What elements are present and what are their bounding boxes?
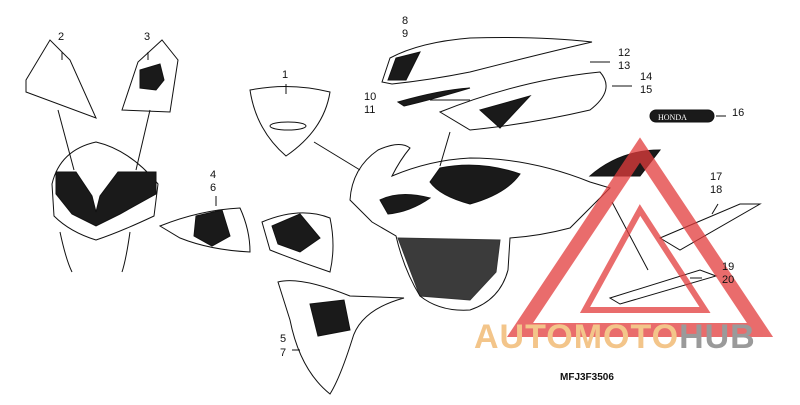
callout-20: 20 [722, 274, 735, 286]
callout-13: 13 [618, 60, 631, 72]
decal-part-17 [658, 203, 762, 251]
callout-18: 18 [710, 184, 723, 196]
callout-17: 17 [710, 171, 723, 183]
watermark-part1: AUTOMOTO [474, 318, 680, 356]
callout-12: 12 [618, 47, 631, 59]
decal-part-14 [438, 71, 607, 131]
callout-14: 14 [640, 71, 653, 83]
callout-19: 19 [722, 261, 735, 273]
callout-15: 15 [640, 84, 653, 96]
emblem-part-16 [649, 109, 715, 123]
callout-2: 2 [58, 31, 65, 43]
callout-8: 8 [402, 15, 409, 27]
diagram-code: MFJ3F3506 [560, 372, 614, 383]
decal-part-1 [249, 85, 331, 157]
callout-7: 7 [280, 347, 287, 359]
watermark-triangle [506, 137, 774, 337]
decal-part-5 [277, 280, 405, 395]
decal-part-2 [25, 39, 97, 119]
callout-3: 3 [144, 31, 151, 43]
emblem-text: HONDA [658, 113, 687, 122]
watermark-part2: HUB [679, 318, 756, 356]
watermark-text: AUTOMOTOHUB [474, 318, 756, 357]
callout-1: 1 [282, 69, 289, 81]
front-cowl [51, 141, 159, 241]
decal-part-10 [396, 87, 471, 107]
main-fairing [349, 144, 611, 311]
decal-part-4 [158, 207, 251, 253]
callout-16: 16 [732, 107, 745, 119]
fairing-dark-panel [429, 164, 521, 205]
front-cowl-dark-band [55, 171, 157, 227]
callout-9: 9 [402, 28, 409, 40]
callout-6: 6 [210, 182, 217, 194]
callout-10: 10 [364, 91, 377, 103]
decal-part-8 [381, 37, 593, 85]
decal-part-3-graphic [139, 63, 165, 91]
callout-4: 4 [210, 169, 217, 181]
callout-11: 11 [364, 104, 376, 116]
callout-5: 5 [280, 333, 287, 345]
decal-part-3 [121, 39, 179, 113]
decal-part-6 [261, 212, 334, 273]
